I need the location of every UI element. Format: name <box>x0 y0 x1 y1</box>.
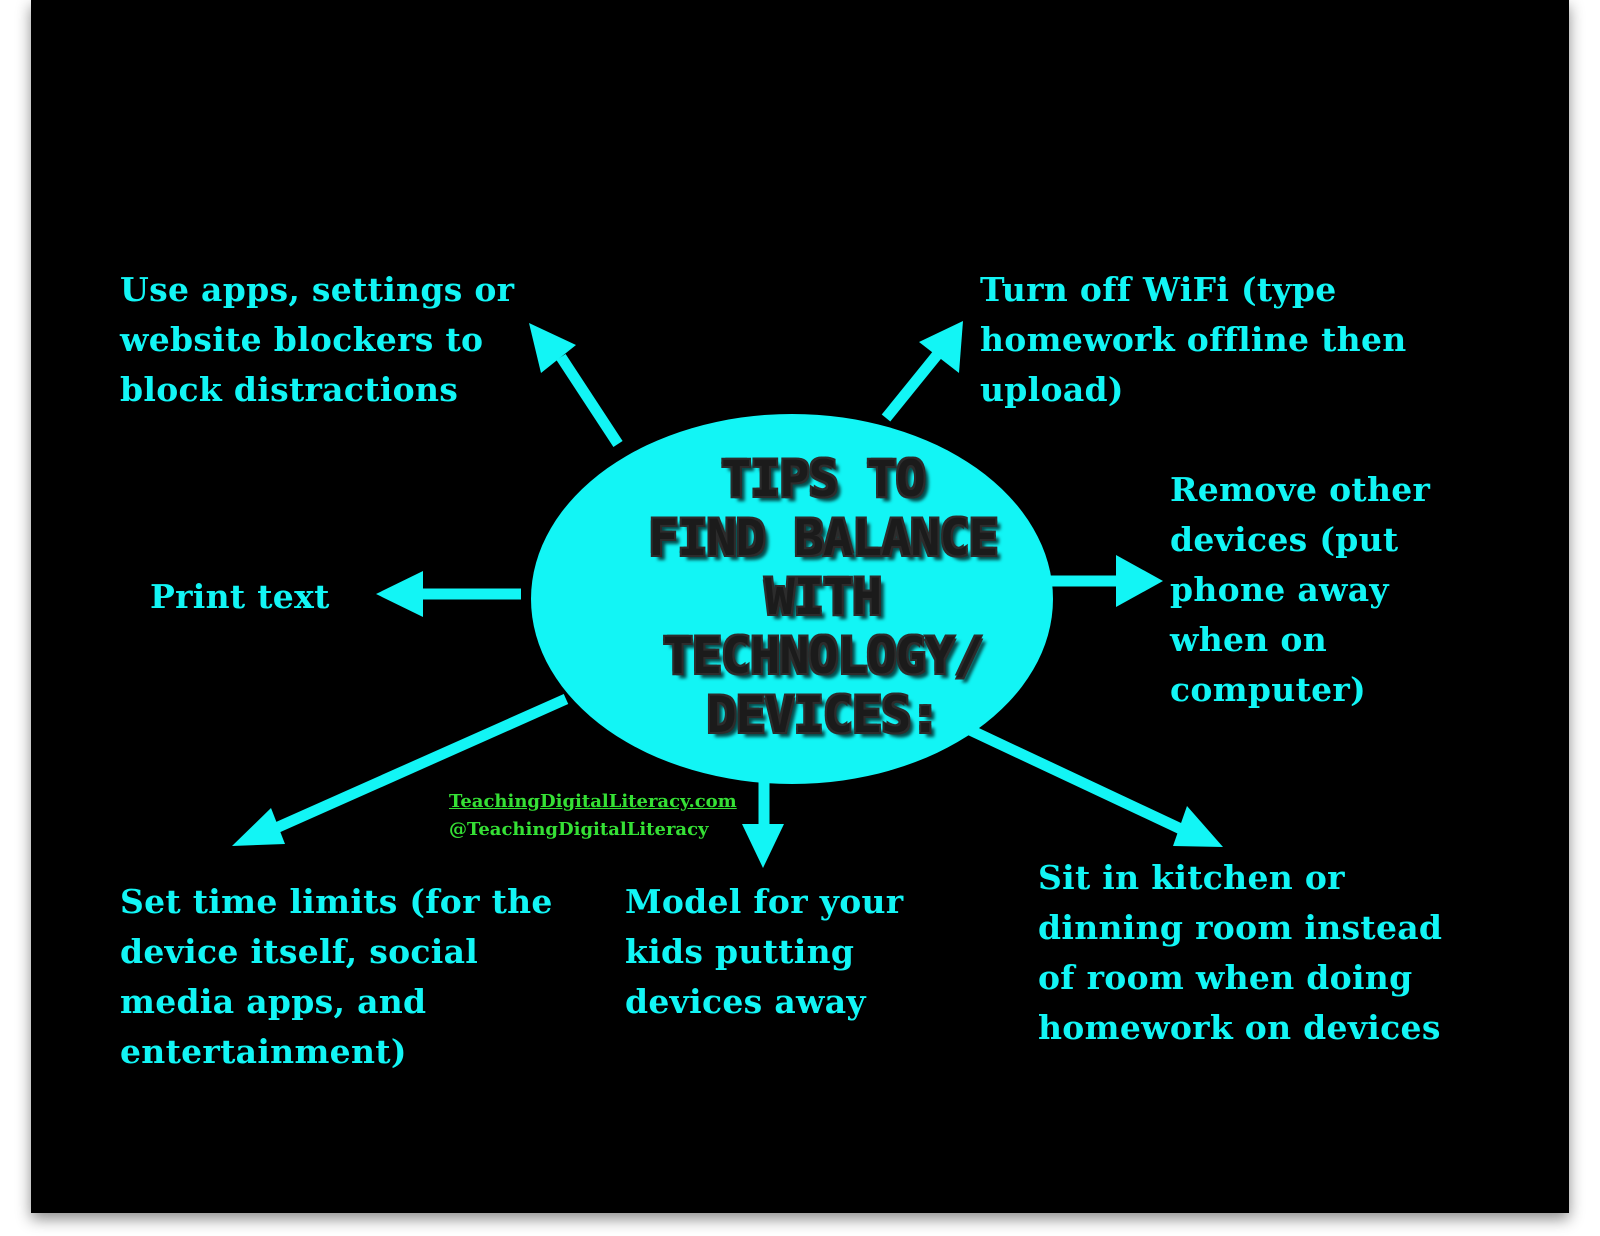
title-line: TIPS TO <box>721 449 926 508</box>
arrow-to-blockers <box>529 323 623 448</box>
tip-line: kids putting <box>625 932 855 971</box>
tip-print-text: Print text <box>150 572 330 622</box>
tip-line: Sit in kitchen or <box>1038 858 1345 897</box>
tip-line: homework offline then <box>980 320 1407 359</box>
tip-line: media apps, and <box>120 982 427 1021</box>
tip-use-blockers: Use apps, settings or website blockers to… <box>120 265 514 415</box>
tip-line: website blockers to <box>120 320 484 359</box>
arrow-to-print-text <box>376 571 521 617</box>
tip-line: devices away <box>625 982 866 1021</box>
tip-line: Use apps, settings or <box>120 270 515 309</box>
tip-remove-devices: Remove other devices (put phone away when o… <box>1170 465 1430 715</box>
tip-line: Turn off WiFi (type <box>980 270 1337 309</box>
center-ellipse <box>531 414 1053 784</box>
tip-line: upload) <box>980 370 1124 409</box>
arrow-to-wifi <box>881 321 963 422</box>
tip-line: of room when doing <box>1038 958 1413 997</box>
title-line: FIND BALANCE <box>648 508 998 567</box>
tip-line: computer) <box>1170 670 1367 709</box>
tip-line: homework on devices <box>1038 1008 1441 1047</box>
tip-line: device itself, social <box>120 932 479 971</box>
credit-url[interactable]: TeachingDigitalLiteracy.com <box>449 791 737 812</box>
arrow-to-time-limits <box>232 693 569 846</box>
tip-line: Remove other <box>1170 470 1431 509</box>
tip-set-time-limits: Set time limits (for the device itself, s… <box>120 877 553 1077</box>
title-line: TECHNOLOGY/ <box>662 626 984 685</box>
tip-sit-in-kitchen: Sit in kitchen or dinning room instead of … <box>1038 853 1442 1053</box>
arrow-to-model <box>742 775 784 868</box>
tip-line: when on <box>1170 620 1327 659</box>
arrow-to-kitchen <box>965 724 1223 847</box>
tip-line: Print text <box>150 577 330 616</box>
tip-line: dinning room instead <box>1038 908 1443 947</box>
diagram-canvas: Use apps, settings or website blockers to… <box>31 0 1569 1213</box>
tip-turn-off-wifi: Turn off WiFi (type homework offline then… <box>980 265 1407 415</box>
title-line: WITH <box>764 567 882 626</box>
tip-line: phone away <box>1170 570 1389 609</box>
arrow-to-remove-devices <box>1045 555 1163 607</box>
tip-line: devices (put <box>1170 520 1399 559</box>
tip-line: Set time limits (for the <box>120 882 553 921</box>
title-line: DEVICES: <box>706 685 941 744</box>
tip-line: block distractions <box>120 370 459 409</box>
arrows-layer <box>232 321 1223 868</box>
tip-line: Model for your <box>625 882 904 921</box>
tip-line: entertainment) <box>120 1032 407 1071</box>
credit-handle: @TeachingDigitalLiteracy <box>449 819 709 840</box>
tip-model-behavior: Model for your kids putting devices away <box>625 877 903 1027</box>
